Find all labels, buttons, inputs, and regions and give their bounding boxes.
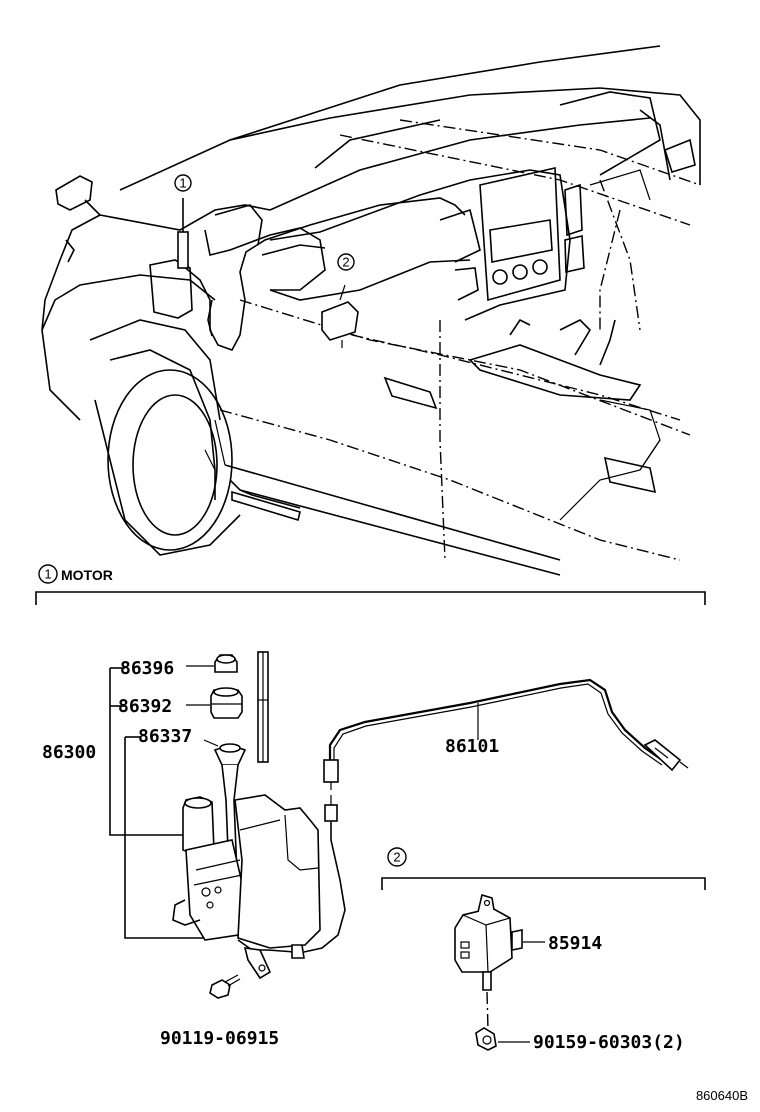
motor-assembly-86300 — [172, 743, 321, 980]
part-85914: 85914 — [548, 933, 602, 954]
callout-1-top: 1 — [174, 174, 192, 192]
part-86101: 86101 — [445, 736, 499, 757]
relay-85914 — [454, 893, 523, 991]
part-86300: 86300 — [42, 742, 96, 763]
part-86392: 86392 — [118, 696, 172, 717]
vehicle-illustration — [41, 45, 701, 576]
cable-86101 — [303, 678, 689, 953]
section-motor-title: MOTOR — [61, 567, 113, 583]
screw-90159-60303 — [475, 991, 497, 1051]
part-90159-60303: 90159-60303(2) — [533, 1032, 685, 1053]
part-86337: 86337 — [138, 726, 192, 747]
section-motor-header: 1 MOTOR — [35, 564, 706, 605]
figure-code: 860640B — [696, 1088, 748, 1103]
svg-text:2: 2 — [393, 850, 400, 865]
part-90119-06915: 90119-06915 — [160, 1028, 279, 1049]
svg-text:1: 1 — [44, 567, 51, 582]
antenna-rod — [257, 651, 269, 763]
callout-2-top: 2 — [337, 253, 355, 271]
cap-86396 — [214, 654, 238, 673]
leader-86337 — [203, 739, 219, 747]
svg-text:1: 1 — [179, 176, 186, 191]
section-two-header: 2 — [381, 847, 706, 890]
assembly-bracket-86300 — [109, 667, 205, 939]
bolt-90119-06915 — [209, 974, 241, 999]
part-86396: 86396 — [120, 658, 174, 679]
bushing-86392 — [210, 687, 243, 719]
svg-text:2: 2 — [342, 255, 349, 270]
